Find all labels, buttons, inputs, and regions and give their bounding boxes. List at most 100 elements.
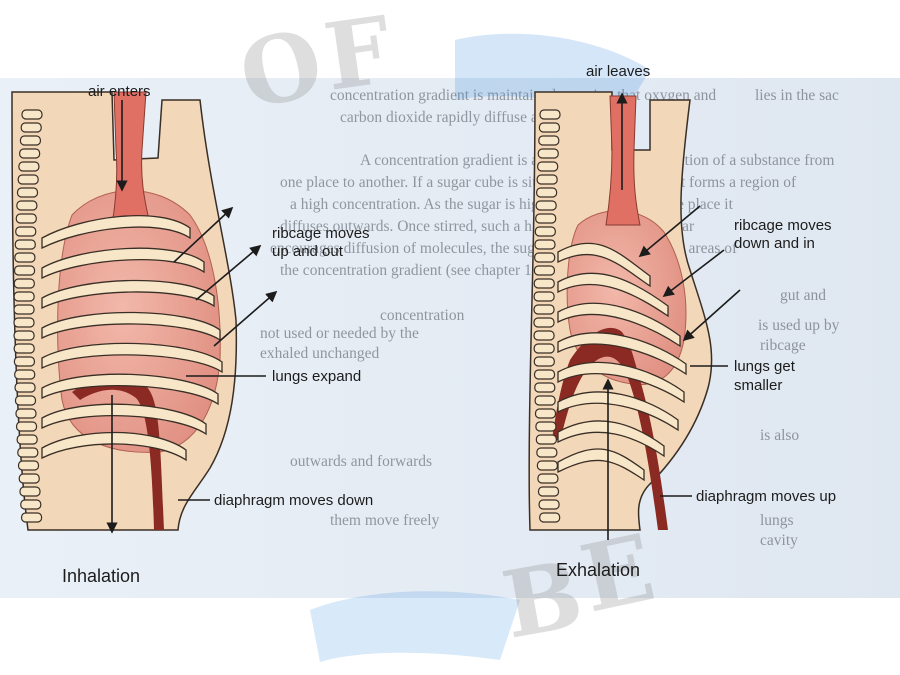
ribcage-up-arrow-1 — [173, 206, 234, 263]
vertebra — [20, 512, 43, 523]
vertebra — [536, 187, 558, 198]
watermark-letter-b: B — [495, 540, 590, 660]
background-side-text: them move freely — [330, 512, 440, 529]
vertebra — [14, 239, 36, 250]
vertebra — [535, 421, 557, 432]
air-enters-label: air enters — [88, 83, 151, 100]
vertebra — [18, 161, 40, 172]
vertebra — [534, 226, 556, 237]
vertebra — [533, 343, 555, 354]
vertebra — [18, 473, 40, 484]
vertebra — [539, 109, 561, 120]
vertebra — [534, 382, 556, 393]
vertebra — [21, 109, 43, 120]
vertebra — [534, 395, 556, 406]
vertebra — [535, 200, 557, 211]
exhalation-annotations: air leaves ribcage moves down and in lun… — [556, 63, 836, 580]
vertebra — [536, 174, 558, 185]
vertebra — [533, 291, 555, 302]
vertebra — [13, 265, 36, 276]
inhalation-ribs — [41, 215, 223, 462]
vertebra — [537, 161, 559, 172]
vertebra — [17, 447, 39, 458]
rib — [557, 391, 679, 432]
vertebra — [13, 343, 35, 354]
ribcage-moves-label: ribcage moves — [272, 225, 370, 242]
vertebra — [16, 187, 39, 198]
vertebra — [538, 122, 561, 133]
lungs-expand-label: lungs expand — [272, 368, 361, 385]
background-side-text: not used or needed by the — [260, 325, 419, 342]
up-and-out-label: up and out — [272, 243, 344, 260]
lungs-get-label: lungs get — [734, 358, 796, 375]
inhalation-spine — [13, 109, 43, 523]
rib — [41, 403, 207, 436]
rib — [41, 373, 219, 406]
vertebra — [533, 265, 556, 276]
vertebra — [14, 395, 37, 406]
vertebra — [533, 356, 555, 367]
ribcage-up-arrow-2 — [195, 244, 262, 301]
rib — [557, 302, 681, 348]
vertebra — [535, 213, 557, 224]
background-text-line: concentration — [380, 307, 465, 324]
smaller-label: smaller — [734, 377, 782, 394]
vertebra — [534, 239, 556, 250]
vertebra — [538, 135, 560, 146]
down-and-in-label: down and in — [734, 235, 815, 252]
rib — [557, 420, 665, 458]
vertebra — [13, 356, 36, 367]
vertebra — [536, 447, 558, 458]
inhalation-caption: Inhalation — [62, 566, 140, 586]
vertebra — [13, 304, 35, 315]
rib — [41, 247, 205, 280]
background-side-text: lies in the sac — [755, 87, 839, 104]
vertebra — [533, 317, 555, 328]
vertebra — [533, 330, 555, 341]
background-side-text: cavity — [760, 532, 798, 549]
vertebra — [17, 174, 39, 185]
vertebra — [20, 499, 42, 510]
exhalation-ribs — [557, 242, 687, 482]
vertebra — [533, 304, 555, 315]
background-side-text: exhaled unchanged — [260, 345, 379, 362]
rib — [41, 431, 187, 462]
vertebra — [536, 460, 558, 471]
background-side-text: is also — [760, 427, 799, 444]
vertebra — [15, 213, 37, 224]
watermark-letter-f: F — [318, 0, 398, 112]
vertebra — [15, 421, 38, 432]
vertebra — [15, 408, 37, 419]
background-side-text: is used up by — [758, 317, 840, 334]
watermark-shape-bottom — [310, 591, 520, 662]
vertebra — [13, 330, 35, 341]
air-leaves-label: air leaves — [586, 63, 650, 80]
vertebra — [14, 369, 36, 380]
exhalation-figure — [528, 91, 713, 531]
vertebra — [14, 252, 36, 263]
background-side-text: outwards and forwards — [290, 453, 432, 470]
rib — [557, 242, 651, 288]
ribcage-moves-down-label: ribcage moves — [734, 217, 832, 234]
ribcage-down-arrow-1 — [638, 205, 701, 258]
exhalation-caption: Exhalation — [556, 560, 640, 580]
rib — [41, 342, 223, 374]
vertebra — [534, 408, 557, 419]
vertebra — [19, 135, 42, 146]
vertebra — [535, 434, 557, 445]
diaphragm-up-label: diaphragm moves up — [696, 488, 836, 505]
vertebra — [13, 317, 35, 328]
rib — [41, 279, 215, 310]
vertebra — [537, 486, 560, 497]
rib — [557, 332, 687, 376]
background-text-line: carbon dioxide rapidly diffuse across. — [340, 109, 573, 126]
inhalation-annotations: air enters ribcage moves up and out lung… — [62, 83, 373, 586]
vertebra — [533, 369, 556, 380]
vertebra — [533, 278, 555, 289]
exhalation-trachea — [605, 95, 641, 226]
vertebra — [537, 148, 559, 159]
background-side-text: ribcage — [760, 337, 806, 354]
diaphragm-down-label: diaphragm moves down — [214, 492, 373, 509]
inhalation-figure — [11, 91, 238, 531]
